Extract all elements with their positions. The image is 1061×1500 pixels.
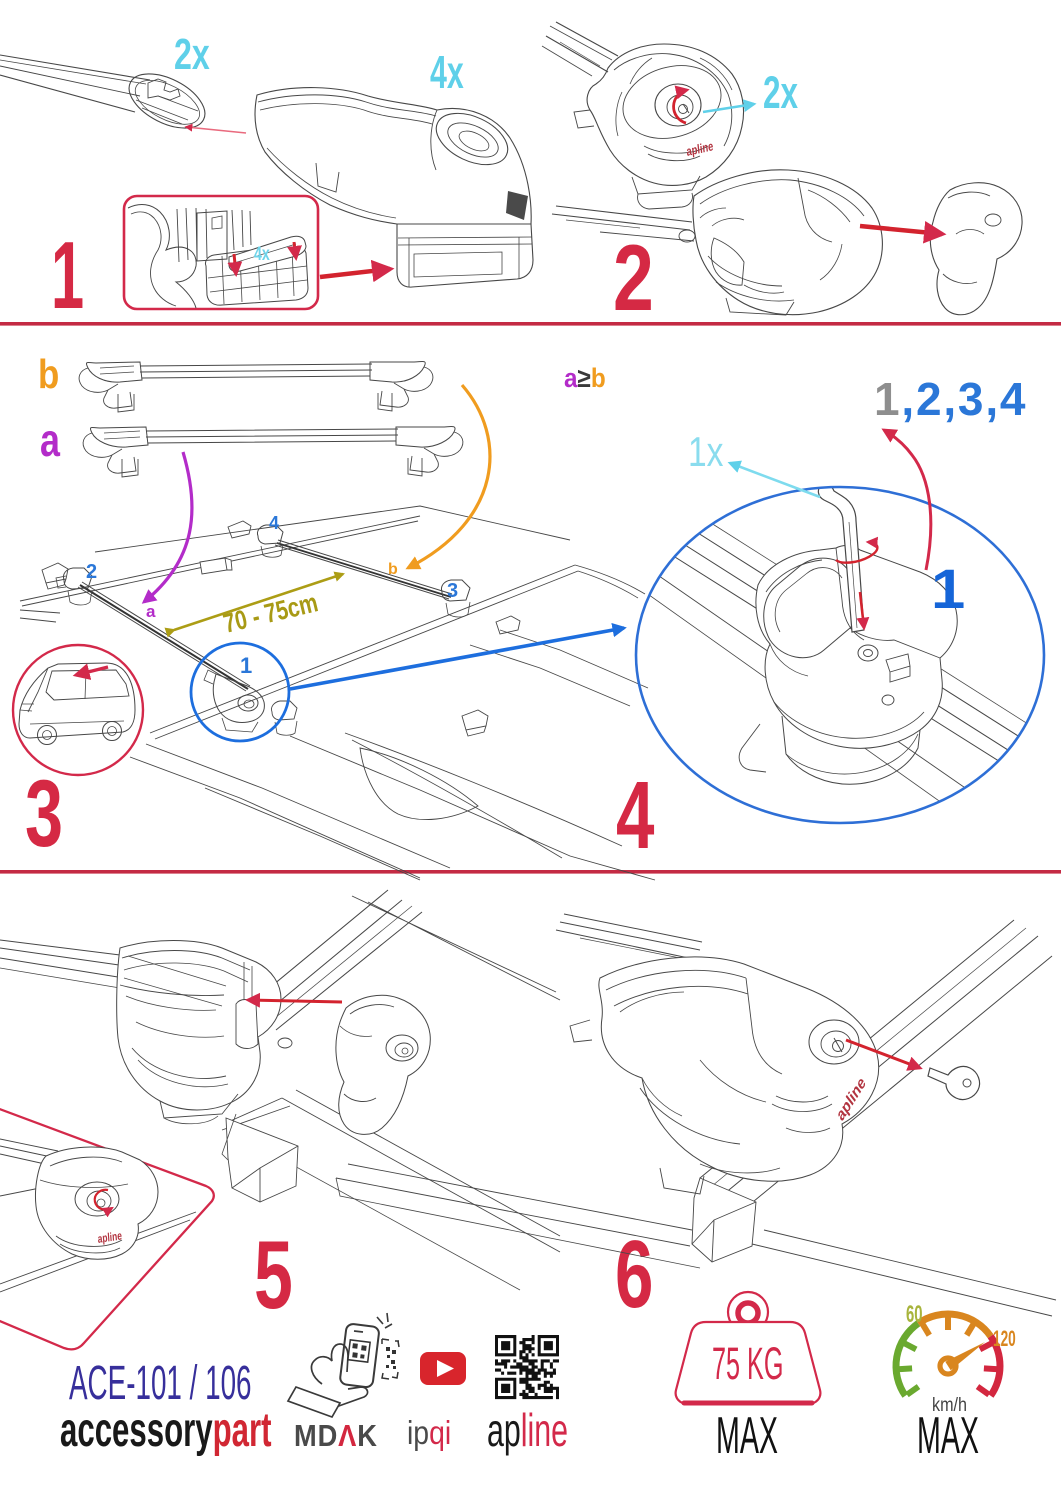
- svg-text:2x: 2x: [763, 69, 798, 119]
- svg-text:1: 1: [51, 221, 84, 328]
- svg-text:3: 3: [25, 760, 63, 867]
- svg-text:4: 4: [269, 513, 279, 533]
- svg-text:b: b: [388, 561, 398, 578]
- svg-text:60: 60: [906, 1302, 923, 1328]
- svg-text:2: 2: [613, 225, 654, 330]
- svg-text:70 - 75cm: 70 - 75cm: [221, 588, 321, 640]
- svg-text:b: b: [38, 352, 59, 397]
- svg-text:a≥b: a≥b: [564, 364, 606, 393]
- svg-text:apline: apline: [487, 1406, 568, 1457]
- svg-text:ACE-101 / 106: ACE-101 / 106: [69, 1356, 252, 1410]
- svg-text:2: 2: [86, 561, 97, 583]
- svg-text:1x: 1x: [688, 430, 723, 476]
- svg-text:2x: 2x: [174, 30, 210, 79]
- svg-text:6: 6: [615, 1220, 653, 1328]
- svg-text:75 KG: 75 KG: [712, 1338, 783, 1389]
- svg-text:1,2,3,4: 1,2,3,4: [874, 373, 1027, 425]
- svg-text:4x: 4x: [254, 243, 270, 264]
- svg-text:3: 3: [447, 580, 458, 602]
- svg-text:ipqi: ipqi: [407, 1414, 451, 1452]
- svg-text:km/h: km/h: [932, 1394, 967, 1416]
- svg-text:1: 1: [240, 653, 252, 678]
- svg-text:MDΛK: MDΛK: [294, 1419, 378, 1453]
- svg-text:a: a: [40, 415, 61, 466]
- svg-text:accessorypart: accessorypart: [60, 1402, 272, 1457]
- svg-text:apline: apline: [97, 1230, 122, 1246]
- svg-text:120: 120: [993, 1326, 1016, 1351]
- svg-text:1: 1: [931, 559, 965, 621]
- svg-text:5: 5: [254, 1220, 293, 1329]
- svg-text:4: 4: [616, 761, 655, 869]
- svg-text:a: a: [146, 602, 156, 621]
- svg-text:MAX: MAX: [716, 1406, 778, 1464]
- svg-text:apline: apline: [686, 140, 714, 159]
- svg-text:4x: 4x: [430, 48, 464, 99]
- svg-text:MAX: MAX: [917, 1406, 979, 1464]
